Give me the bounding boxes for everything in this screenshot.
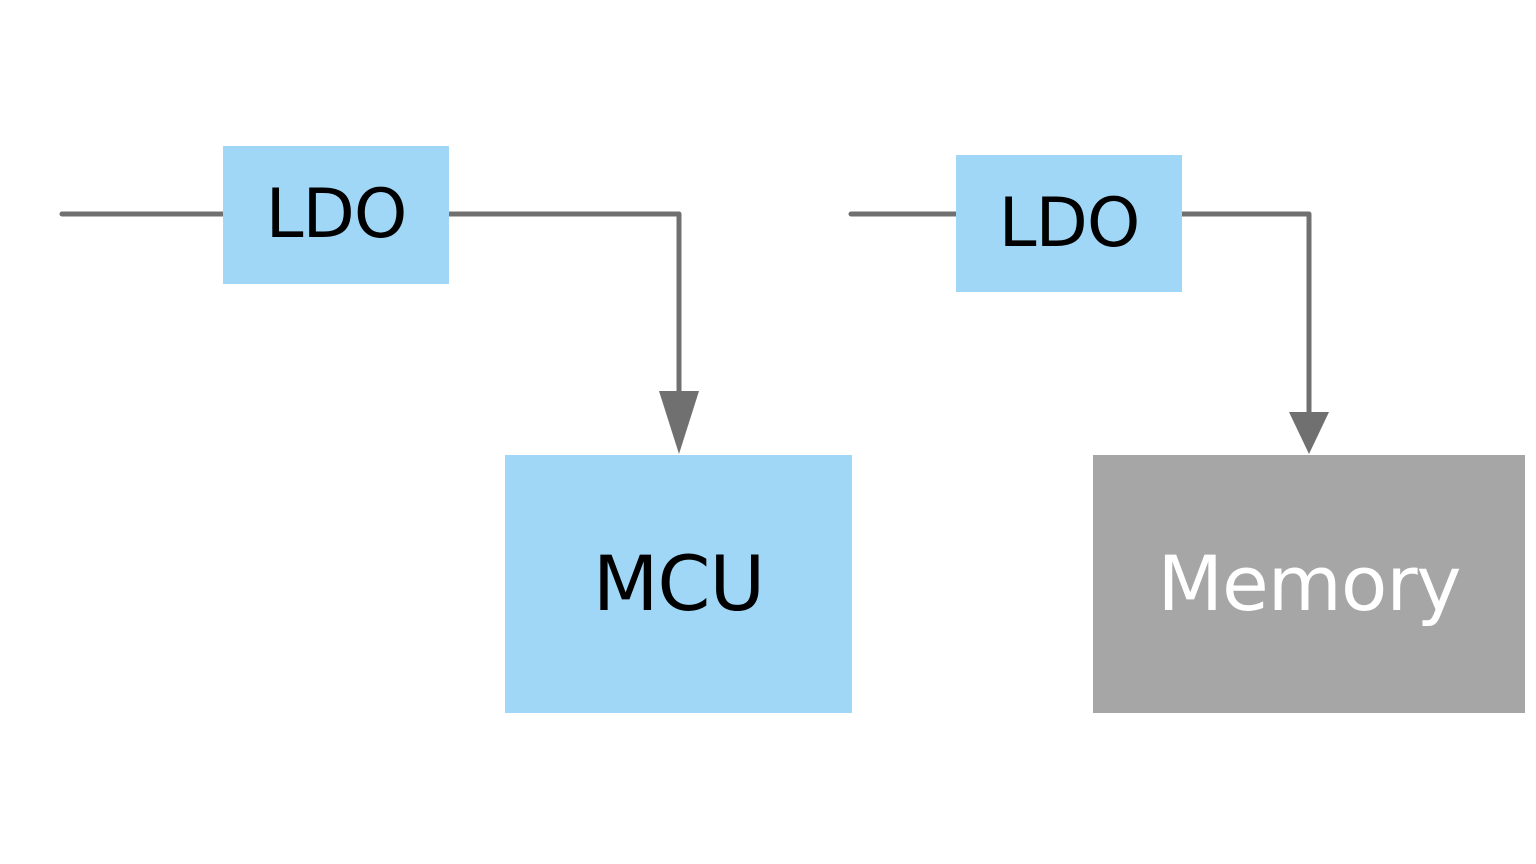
memory-block: Memory — [1093, 455, 1525, 713]
ldo-to-mcu-wire — [446, 211, 682, 398]
ldo-block-left-label: LDO — [265, 175, 408, 254]
ldo-to-memory-wire — [1179, 211, 1312, 419]
arrowhead-to-memory — [1289, 412, 1329, 454]
ldo-block-right: LDO — [956, 155, 1182, 292]
arrowhead-to-mcu — [659, 391, 699, 454]
ldo-block-right-label: LDO — [998, 183, 1141, 263]
memory-block-label: Memory — [1157, 539, 1461, 628]
mcu-block: MCU — [505, 455, 852, 713]
mcu-block-label: MCU — [592, 539, 765, 628]
ldo-block-left: LDO — [223, 146, 449, 284]
